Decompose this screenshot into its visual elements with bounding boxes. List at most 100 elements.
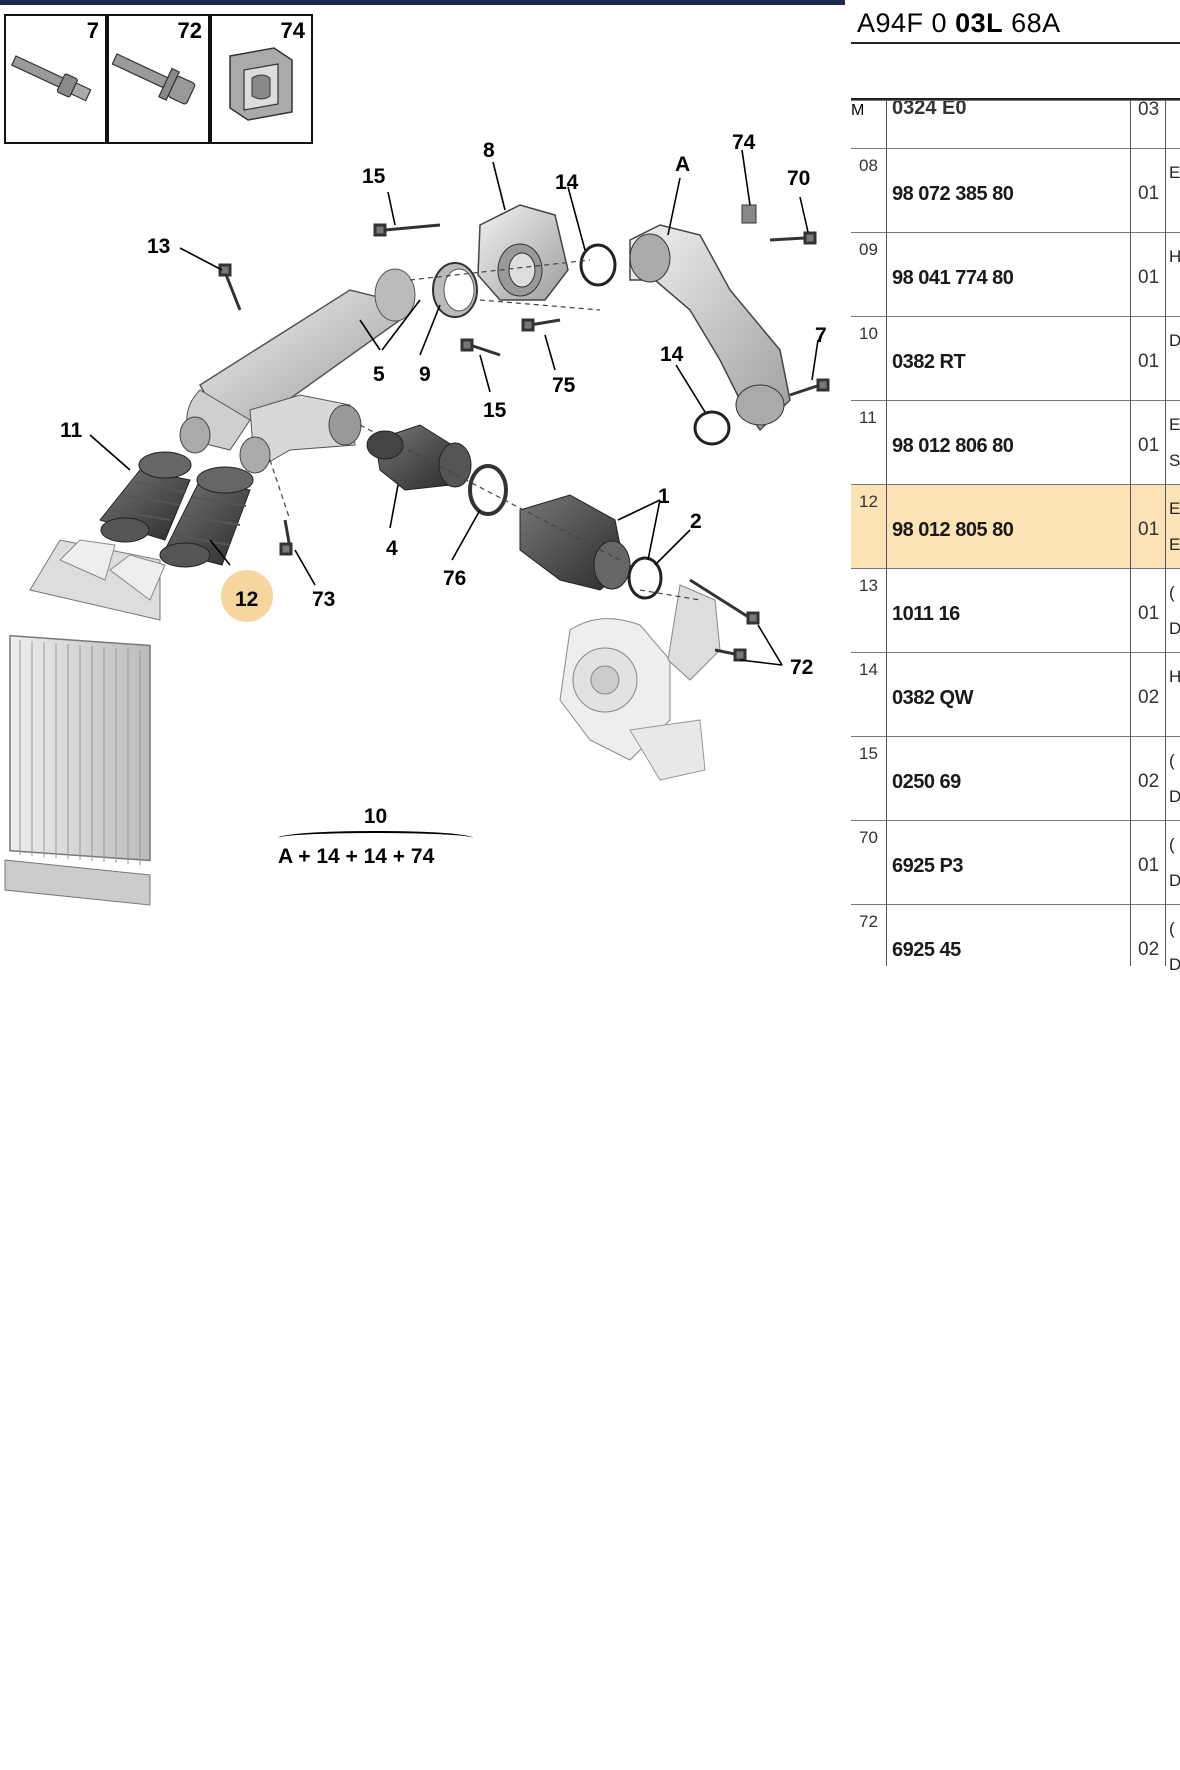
formula-bracket — [278, 831, 473, 845]
column-divider — [886, 100, 887, 966]
callout-14[interactable]: 14 — [555, 171, 579, 194]
item-number: 08 — [859, 156, 878, 175]
inset-label: 74 — [280, 18, 305, 43]
table-row[interactable]: 0324 E0 03 M — [851, 100, 1180, 148]
quantity: 01 — [1138, 183, 1160, 204]
item-number: 14 — [859, 660, 878, 679]
hose-4[interactable] — [366, 424, 472, 491]
intercooler[interactable] — [4, 539, 166, 906]
item-number: 09 — [859, 240, 878, 259]
callout-12[interactable]: 12 — [235, 588, 259, 611]
air-pipe[interactable] — [179, 268, 416, 474]
quantity: 01 — [1138, 519, 1160, 540]
part-number: 0324 E0 — [892, 100, 967, 119]
description: H — [1169, 247, 1180, 266]
parts-catalog-screen: 7 72 74 — [0, 0, 1180, 975]
part-number: 0382 RT — [892, 351, 966, 373]
callout-14b[interactable]: 14 — [660, 343, 684, 366]
reference-suffix: 68A — [1003, 8, 1061, 38]
flange-bolt-icon — [111, 53, 196, 105]
header-rule-2 — [851, 98, 1180, 100]
callout-76[interactable]: 76 — [443, 567, 467, 590]
table-row[interactable]: 11 98 012 806 80 01 E S — [851, 400, 1180, 484]
quantity: 01 — [1138, 267, 1160, 288]
turbocharger[interactable] — [559, 584, 721, 781]
quantity: 01 — [1138, 435, 1160, 456]
description: ( D — [1169, 835, 1180, 890]
part-number: 98 012 806 80 — [892, 435, 1014, 457]
bolts — [218, 223, 830, 662]
callout-8[interactable]: 8 — [483, 139, 495, 162]
part-number: 0382 QW — [892, 687, 973, 709]
seal-2[interactable] — [627, 556, 663, 600]
column-divider — [1165, 100, 1166, 966]
inset-label: 7 — [86, 18, 99, 43]
description: ( D — [1169, 919, 1180, 974]
callout-1[interactable]: 1 — [658, 485, 670, 508]
description: E — [1169, 163, 1180, 182]
callout-15b[interactable]: 15 — [483, 399, 507, 422]
callout-75[interactable]: 75 — [552, 374, 576, 397]
item-number: 11 — [859, 408, 877, 427]
highlight-marker-12 — [221, 570, 273, 622]
quantity: 02 — [1138, 939, 1160, 960]
callout-74[interactable]: 74 — [732, 131, 756, 154]
header-rule — [851, 42, 1180, 44]
inset-clip-74[interactable]: 74 — [210, 14, 313, 144]
item-number: 15 — [859, 744, 878, 763]
callout-11[interactable]: 11 — [60, 419, 83, 442]
reference-prefix: A94F 0 — [857, 8, 956, 38]
parts-illustration — [4, 149, 830, 906]
seal-14[interactable] — [579, 243, 617, 287]
inset-bolt-72[interactable]: 72 — [107, 14, 210, 144]
part-number: 6925 P3 — [892, 855, 964, 877]
hose-11[interactable] — [99, 451, 192, 543]
callout-15[interactable]: 15 — [362, 165, 386, 188]
manifold-A[interactable] — [629, 204, 791, 432]
inset-bolt-7[interactable]: 7 — [4, 14, 107, 144]
quantity: 02 — [1138, 687, 1160, 708]
callout-4[interactable]: 4 — [386, 537, 398, 560]
callout-70[interactable]: 70 — [787, 167, 811, 190]
kit-formula: 10 A + 14 + 14 + 74 — [278, 805, 473, 869]
part-number: 6925 45 — [892, 939, 961, 961]
formula-kit-number: 10 — [363, 805, 388, 828]
description: E E — [1169, 499, 1180, 554]
top-bar — [0, 0, 845, 5]
formula-contents: A + 14 + 14 + 74 — [278, 845, 435, 868]
part-number: 98 012 805 80 — [892, 519, 1014, 541]
callout-5[interactable]: 5 — [373, 363, 385, 386]
part-number: 98 072 385 80 — [892, 183, 1014, 205]
callout-A[interactable]: A — [675, 153, 691, 176]
ring-9[interactable] — [432, 262, 478, 318]
callout-72[interactable]: 72 — [790, 656, 814, 679]
description: ( D — [1169, 751, 1180, 806]
callout-13[interactable]: 13 — [147, 235, 171, 258]
callout-73[interactable]: 73 — [312, 588, 336, 611]
table-row[interactable]: 08 98 072 385 80 01 E — [851, 148, 1180, 232]
description: M — [851, 102, 865, 119]
hose-12[interactable] — [159, 466, 254, 568]
item-number: 13 — [859, 576, 878, 595]
reference-code: 03L — [955, 8, 1004, 38]
throttle-body-8[interactable] — [477, 204, 569, 301]
quantity: 01 — [1138, 855, 1160, 876]
description: E S — [1169, 415, 1180, 470]
quantity: 02 — [1138, 771, 1160, 792]
seal-14b[interactable] — [693, 410, 731, 446]
clamp-76[interactable] — [468, 464, 508, 516]
inset-label: 72 — [177, 18, 202, 43]
quantity: 03 — [1138, 100, 1160, 120]
callout-7[interactable]: 7 — [815, 324, 827, 347]
callout-2[interactable]: 2 — [690, 510, 702, 533]
callout-9[interactable]: 9 — [419, 363, 431, 386]
boost-part-1[interactable] — [519, 494, 631, 591]
